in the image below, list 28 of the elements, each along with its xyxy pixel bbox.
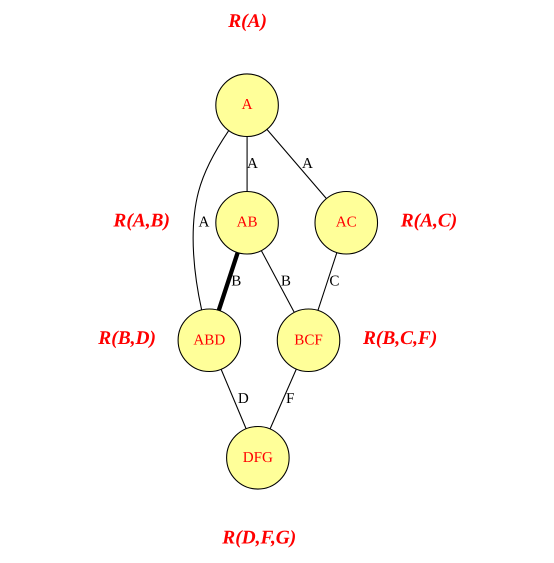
node-circle: ABD — [178, 308, 242, 372]
node-circle: A — [215, 73, 279, 138]
edge-label: A — [302, 156, 313, 172]
connector — [192, 130, 229, 310]
edge-label: A — [198, 214, 210, 231]
node-label: R(D,F,G) — [222, 527, 296, 548]
connector — [266, 129, 327, 199]
connector — [317, 252, 338, 310]
connector — [270, 369, 297, 429]
node-circle: DFG — [226, 426, 290, 490]
edge-label: A — [247, 156, 258, 172]
edge-label: B — [280, 273, 291, 290]
node-circle: AC — [314, 190, 378, 255]
node-circle: AB — [215, 190, 279, 255]
node-label: R(B,C,F) — [362, 328, 438, 349]
connector — [260, 250, 295, 312]
edge-label: F — [286, 390, 294, 407]
connector — [220, 369, 247, 429]
edge-label: B — [231, 273, 242, 290]
node-label: R(B,D) — [98, 328, 156, 349]
node-circle: BCF — [276, 308, 340, 372]
node-label: R(A,C) — [400, 210, 458, 232]
node-label: R(A,B) — [113, 210, 170, 232]
node-label: R(A) — [228, 10, 267, 32]
edge-label: D — [238, 390, 249, 407]
connector — [246, 136, 248, 192]
connector — [216, 252, 240, 311]
edge-label: C — [329, 273, 340, 290]
